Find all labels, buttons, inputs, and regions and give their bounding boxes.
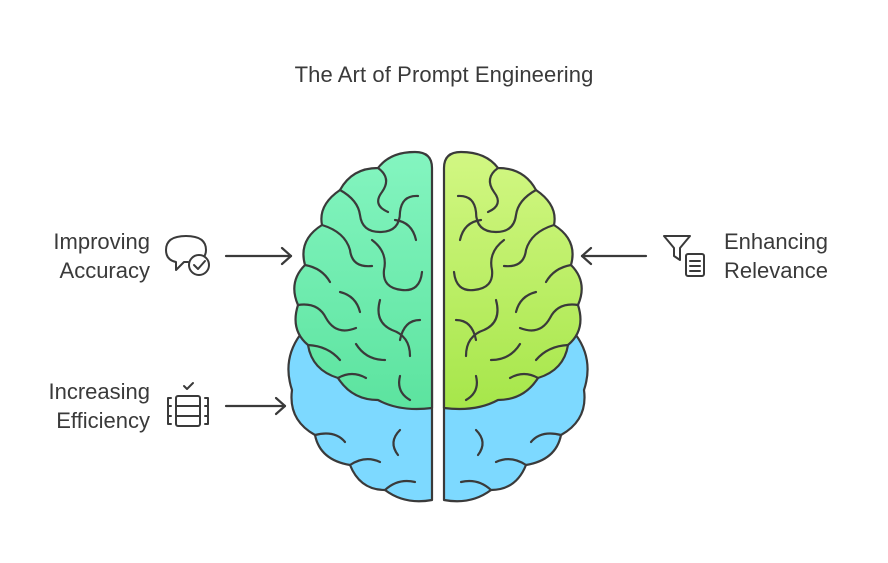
filter-document-icon	[663, 235, 705, 277]
stacked-rows-check-icon	[167, 382, 209, 427]
left-hemisphere-folds	[296, 166, 424, 402]
label-increasing-efficiency-line1: Increasing	[48, 379, 150, 404]
arrow-accuracy	[224, 246, 293, 266]
arrow-efficiency	[224, 396, 287, 416]
label-improving-accuracy-line1: Improving	[53, 229, 150, 254]
label-enhancing-relevance-line1: Enhancing	[724, 229, 828, 254]
bottom-lobe-folds	[313, 428, 563, 492]
label-enhancing-relevance: Enhancing Relevance	[724, 227, 874, 285]
arrow-relevance	[580, 246, 648, 266]
label-enhancing-relevance-line2: Relevance	[724, 258, 828, 283]
diagram-title: The Art of Prompt Engineering	[294, 62, 594, 87]
label-improving-accuracy: Improving Accuracy	[10, 227, 150, 285]
speech-bubble-check-icon	[165, 235, 210, 276]
right-hemisphere-folds	[452, 166, 580, 402]
label-increasing-efficiency-line2: Efficiency	[56, 408, 150, 433]
label-improving-accuracy-line2: Accuracy	[59, 258, 150, 283]
label-increasing-efficiency: Increasing Efficiency	[0, 377, 150, 435]
